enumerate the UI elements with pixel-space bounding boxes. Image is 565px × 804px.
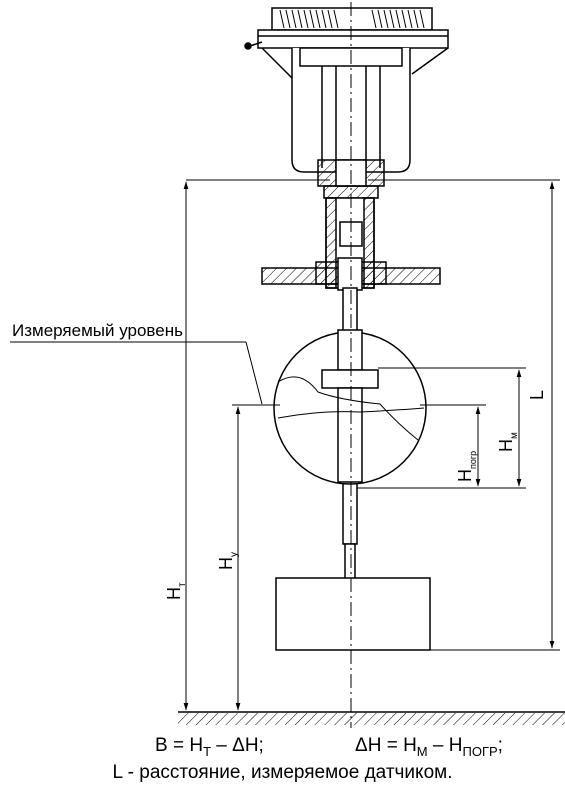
formula-delta-h: ΔH = HМ – HПОГР;	[355, 735, 503, 759]
svg-text:м: м	[509, 432, 520, 439]
level-sensor-drawing: Измеряемый уровень L H т H у H м H погр	[10, 2, 565, 728]
sensor-head	[244, 7, 449, 199]
counterweight	[275, 577, 431, 651]
dim-L-label: L	[527, 390, 547, 400]
svg-text:H: H	[455, 469, 475, 482]
formula-line-2: L - расстояние, измеряемое датчиком.	[0, 762, 565, 784]
svg-text:у: у	[229, 552, 240, 557]
dim-Ht-label: H т	[164, 582, 188, 600]
formula-b: B = HТ – ΔH;	[155, 735, 264, 759]
svg-text:т: т	[177, 582, 188, 587]
cap-teeth	[279, 9, 425, 29]
float-ball	[273, 329, 427, 485]
dim-Hy-label: H у	[216, 552, 240, 570]
ground-base	[178, 711, 565, 725]
measured-level-label: Измеряемый уровень	[12, 321, 183, 340]
svg-text:H: H	[216, 557, 236, 570]
formula-l-description: L - расстояние, измеряемое датчиком.	[112, 762, 453, 783]
svg-text:H: H	[164, 587, 184, 600]
dim-Hpogr-label: H погр	[455, 451, 478, 482]
dimension-lines	[10, 179, 560, 711]
svg-text:H: H	[496, 439, 516, 452]
svg-text:погр: погр	[468, 451, 478, 469]
dim-Hm-label: H м	[496, 432, 520, 452]
